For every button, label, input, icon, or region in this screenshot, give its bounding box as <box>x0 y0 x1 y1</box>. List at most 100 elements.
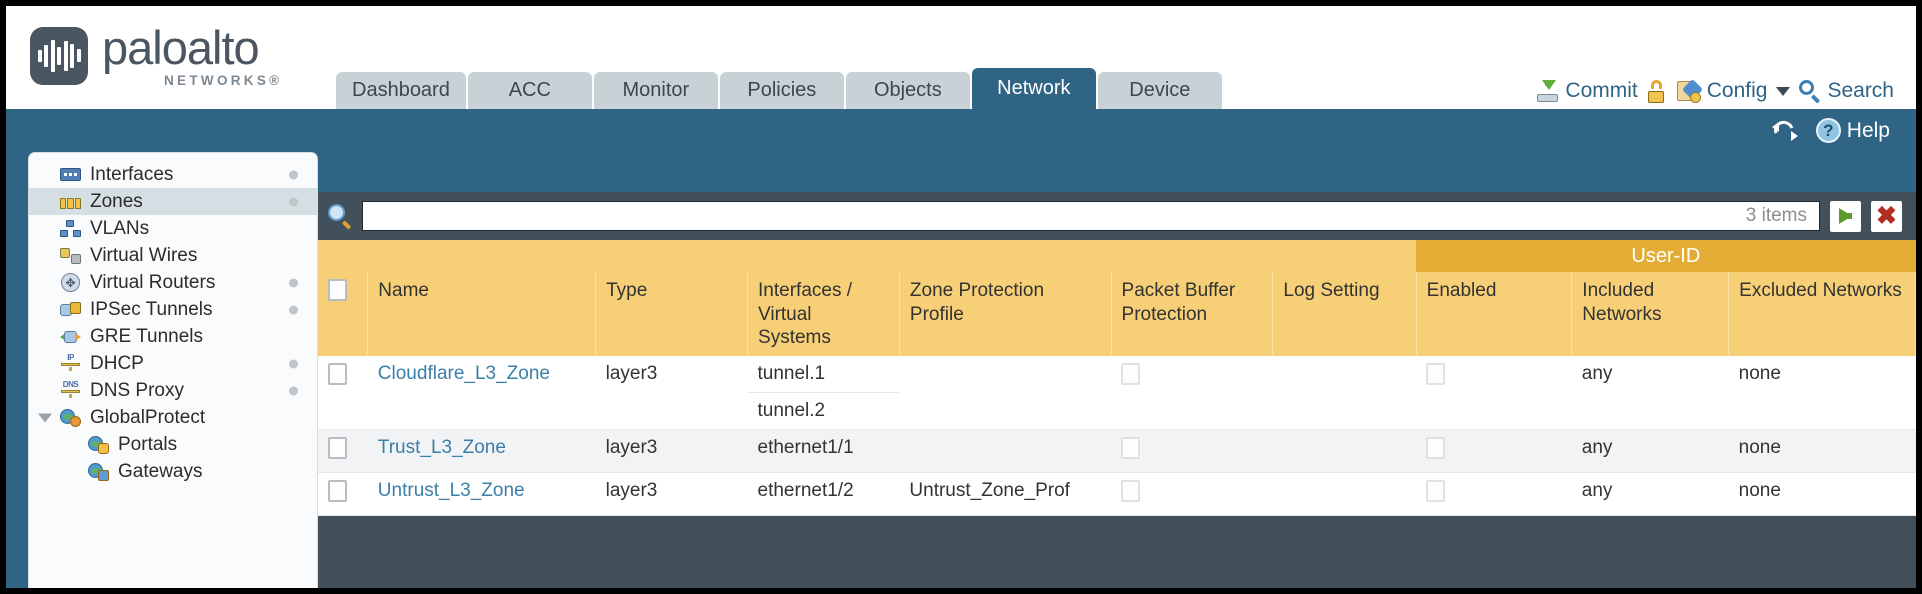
col-header-interfaces[interactable]: Interfaces / Virtual Systems <box>747 272 900 356</box>
group-header-user-id: User-ID <box>1416 240 1916 273</box>
config-menu[interactable]: Config <box>1676 78 1791 103</box>
tab-monitor[interactable]: Monitor <box>593 72 718 109</box>
cell-excluded-networks: none <box>1728 429 1916 473</box>
sidebar-item-portals[interactable]: Portals <box>29 431 317 458</box>
col-header-enabled[interactable]: Enabled <box>1416 272 1573 356</box>
search-label: Search <box>1827 79 1894 102</box>
table-column-header-row: Name Type Interfaces / Virtual Systems Z… <box>318 272 1916 356</box>
col-header-name[interactable]: Name <box>367 272 597 356</box>
clear-filter-button[interactable]: ✖ <box>1871 200 1902 232</box>
select-all-checkbox[interactable] <box>328 279 347 302</box>
row-checkbox[interactable] <box>328 436 347 459</box>
sidebar-item-virtual-routers[interactable]: ✥ Virtual Routers <box>29 269 317 296</box>
brand-logo: paloalto NETWORKS® <box>30 24 282 88</box>
gp-gateways-icon <box>87 462 110 481</box>
sidebar-nav: Interfaces Zones VLANs Virtual Wires ✥ <box>28 152 318 588</box>
cell-included-networks: any <box>1571 355 1729 430</box>
cell-zone-protection-profile: Untrust_Zone_Prof <box>899 472 1112 516</box>
sidebar-item-virtual-wires[interactable]: Virtual Wires <box>29 242 317 269</box>
commit-button[interactable]: Commit <box>1536 79 1638 103</box>
cell-interfaces: ethernet1/1 <box>747 429 900 473</box>
tab-dashboard[interactable]: Dashboard <box>336 72 466 109</box>
tab-objects[interactable]: Objects <box>845 72 970 109</box>
unlocked-padlock-icon[interactable] <box>1647 79 1668 103</box>
zone-name-link[interactable]: Cloudflare_L3_Zone <box>377 362 550 384</box>
row-select-cell <box>318 355 368 430</box>
virtual-wires-icon <box>59 246 82 265</box>
refresh-icon[interactable] <box>1770 117 1798 143</box>
sidebar-item-gre-tunnels[interactable]: GRE Tunnels <box>29 323 317 350</box>
table-body: Cloudflare_L3_Zone layer3 tunnel.1 tunne… <box>318 355 1916 516</box>
commit-download-icon <box>1536 80 1559 102</box>
table-row[interactable]: Untrust_L3_Zone layer3 ethernet1/2 Untru… <box>318 472 1916 516</box>
brand-name: paloalto <box>102 21 260 74</box>
gre-tunnels-icon <box>59 327 82 346</box>
sidebar-item-dhcp[interactable]: IP DHCP <box>29 350 317 377</box>
zones-barrier-icon <box>59 192 82 211</box>
table-row[interactable]: Trust_L3_Zone layer3 ethernet1/1 any <box>318 429 1916 473</box>
user-id-enabled-checkbox[interactable] <box>1426 362 1446 385</box>
vlans-network-icon <box>59 219 82 238</box>
apply-filter-button[interactable] <box>1830 200 1861 232</box>
cell-user-id-enabled <box>1416 355 1572 430</box>
col-header-excluded-networks[interactable]: Excluded Networks <box>1728 272 1916 356</box>
cell-zone-protection-profile <box>899 429 1112 473</box>
expand-collapse-triangle-icon[interactable] <box>38 413 52 422</box>
col-header-zone-protection-profile[interactable]: Zone Protection Profile <box>899 272 1112 356</box>
cell-name: Trust_L3_Zone <box>367 429 596 473</box>
col-header-included-networks[interactable]: Included Networks <box>1571 272 1730 356</box>
packet-buffer-protection-checkbox[interactable] <box>1121 479 1141 502</box>
cell-type: layer3 <box>595 429 748 473</box>
packet-buffer-protection-checkbox[interactable] <box>1121 436 1141 459</box>
filter-search-icon[interactable] <box>328 204 352 230</box>
table-row[interactable]: Cloudflare_L3_Zone layer3 tunnel.1 tunne… <box>318 355 1916 430</box>
user-id-enabled-checkbox[interactable] <box>1426 436 1446 459</box>
search-button[interactable]: Search <box>1799 79 1894 104</box>
tab-acc[interactable]: ACC <box>467 72 592 109</box>
tab-network[interactable]: Network <box>971 68 1096 109</box>
cell-packet-buffer-protection <box>1111 429 1273 473</box>
zone-name-link[interactable]: Trust_L3_Zone <box>377 436 506 458</box>
sidebar-status-dot <box>289 197 298 206</box>
sidebar-item-zones[interactable]: Zones <box>29 188 317 215</box>
select-all-header <box>318 272 369 356</box>
ipsec-tunnels-lock-icon <box>59 300 82 319</box>
sidebar-item-dns-proxy[interactable]: DNS DNS Proxy <box>29 377 317 404</box>
paloalto-logo-icon <box>30 26 88 85</box>
table-group-header-row: User-ID <box>318 240 1916 273</box>
cell-name: Untrust_L3_Zone <box>367 472 596 516</box>
commit-label: Commit <box>1565 79 1638 102</box>
virtual-routers-icon: ✥ <box>59 273 82 292</box>
packet-buffer-protection-checkbox[interactable] <box>1121 362 1141 385</box>
header-actions: Commit Config Search <box>1536 78 1894 104</box>
cell-included-networks: any <box>1571 472 1729 516</box>
dns-proxy-icon: DNS <box>59 381 82 400</box>
brand-tagline: NETWORKS® <box>164 73 283 88</box>
row-checkbox[interactable] <box>328 362 347 385</box>
sidebar-item-globalprotect[interactable]: GlobalProtect <box>29 404 317 431</box>
col-header-type[interactable]: Type <box>595 272 749 356</box>
help-button[interactable]: ? Help <box>1815 118 1890 143</box>
zone-name-link[interactable]: Untrust_L3_Zone <box>377 479 525 501</box>
chevron-down-icon[interactable] <box>1776 86 1791 96</box>
cell-log-setting <box>1272 472 1417 516</box>
cell-excluded-networks: none <box>1728 355 1916 430</box>
col-header-log-setting[interactable]: Log Setting <box>1272 272 1417 356</box>
tab-device[interactable]: Device <box>1097 72 1222 109</box>
cell-log-setting <box>1272 355 1417 430</box>
search-input[interactable]: 3 items <box>362 201 1820 231</box>
cell-type: layer3 <box>595 472 748 516</box>
sub-header-band <box>6 109 1916 164</box>
sidebar-item-ipsec-tunnels[interactable]: IPSec Tunnels <box>29 296 317 323</box>
cell-interfaces: ethernet1/2 <box>747 472 900 516</box>
cell-user-id-enabled <box>1416 472 1572 516</box>
col-header-packet-buffer-protection[interactable]: Packet Buffer Protection <box>1111 272 1274 356</box>
tab-policies[interactable]: Policies <box>719 72 844 109</box>
sidebar-item-vlans[interactable]: VLANs <box>29 215 317 242</box>
user-id-enabled-checkbox[interactable] <box>1426 479 1446 502</box>
row-checkbox[interactable] <box>328 479 347 502</box>
sidebar-item-gateways[interactable]: Gateways <box>29 458 317 485</box>
sidebar-item-interfaces[interactable]: Interfaces <box>29 161 317 188</box>
cell-packet-buffer-protection <box>1111 472 1273 516</box>
sidebar-label-globalprotect: GlobalProtect <box>90 406 206 428</box>
